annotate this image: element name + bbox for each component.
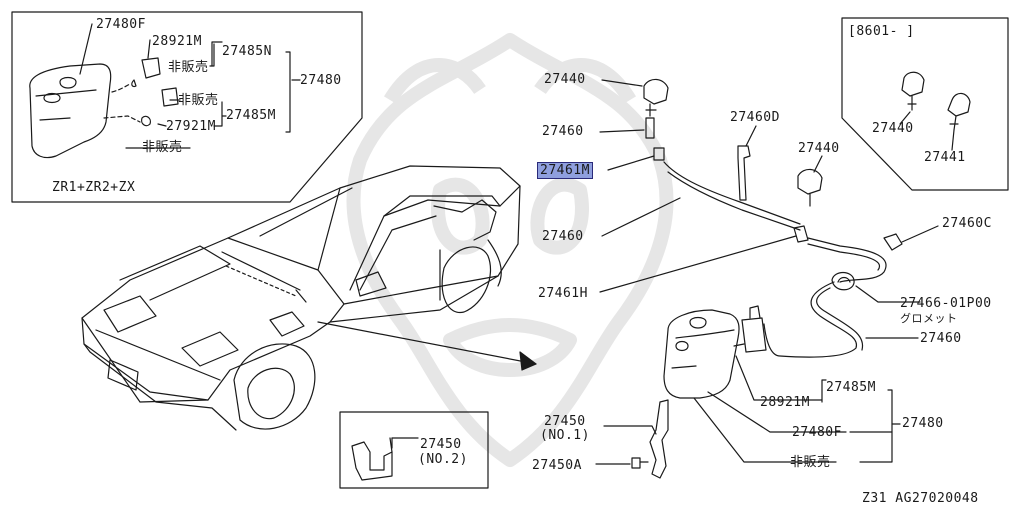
label-27460D: 27460D [730,110,780,125]
pointer-arrow [317,321,537,365]
label-27460-a: 27460 [542,124,584,139]
pump-upper-inset [141,57,161,79]
inset-label-27485N: 27485N [222,44,272,59]
nozzle-27460C [883,233,903,251]
label-27461M-highlighted: 27461M [537,162,593,179]
label-28921M: 28921M [760,395,810,410]
bottom-inset-label-no2: (NO.2) [418,452,468,467]
label-27460C: 27460C [942,216,992,231]
pump-lower-inset [161,87,179,107]
diagram-code: Z31 AG27020048 [862,491,979,506]
label-27450: 27450 [544,414,586,429]
inset-box-top-right [841,17,1009,191]
nozzle-27440-top [643,78,669,105]
label-27460-b: 27460 [542,229,584,244]
label-27466-01P00: 27466-01P00 [900,296,992,311]
inset-label-not-sold-1: 非販売 [168,60,209,75]
label-27450A: 27450A [532,458,582,473]
nozzle-27440-inset [901,71,925,97]
inset-label-28921M: 28921M [152,34,202,49]
tee-27461H [793,225,809,243]
bolt-27450A [631,457,641,469]
inset-label-27480: 27480 [300,73,342,88]
inset-label-27440: 27440 [872,121,914,136]
label-27460-c: 27460 [920,331,962,346]
label-27461H: 27461H [538,286,588,301]
label-27450-no1: (NO.1) [540,428,590,443]
inset-label-27441: 27441 [924,150,966,165]
clip-27460D [737,145,751,201]
label-27480: 27480 [902,416,944,431]
washer-pump [741,317,767,353]
label-27485M: 27485M [826,380,876,395]
reservoir-tank [663,309,740,399]
inset-label-date-range: [8601- ] [848,24,915,39]
inset-box-bottom [339,411,489,489]
car-outline [81,165,521,431]
inset-box-top-left [11,11,363,203]
inset-label-27480F: 27480F [96,17,146,32]
label-grommet: グロメット [900,312,958,325]
label-27480F: 27480F [792,425,842,440]
bracket-27450-no1 [649,399,669,479]
reservoir-tank-inset [29,63,112,159]
label-not-sold: 非販売 [790,455,831,470]
inset-label-27921M: 27921M [166,119,216,134]
inset-label-27485M: 27485M [226,108,276,123]
inset-label-not-sold-3: 非販売 [142,140,183,155]
bottom-inset-label-27450: 27450 [420,437,462,452]
grommet-27466 [831,271,855,291]
label-27440-mid: 27440 [798,141,840,156]
bracket-27450-no2 [351,441,393,481]
nozzle-27441-inset [947,92,971,117]
label-27440-top: 27440 [544,72,586,87]
inset-label-not-sold-2: 非販売 [178,93,219,108]
nozzle-27440-mid [797,168,823,195]
inset-label-model: ZR1+ZR2+ZX [52,180,136,195]
